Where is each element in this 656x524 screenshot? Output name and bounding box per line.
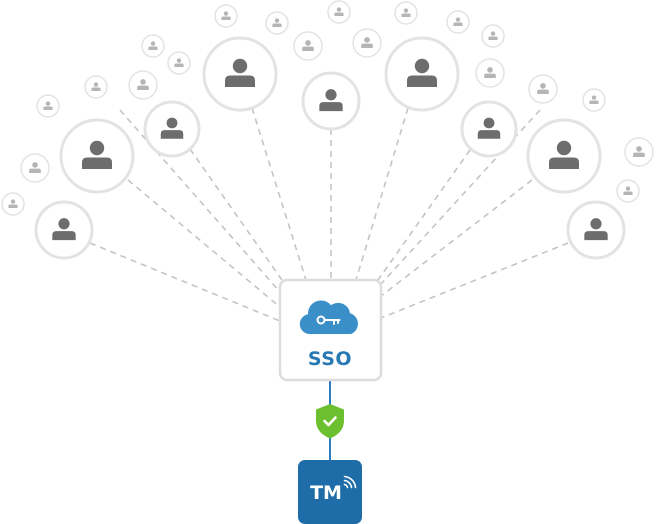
connection-lines — [89, 107, 569, 322]
background-user-node — [624, 137, 654, 167]
connected-user-node — [59, 118, 135, 194]
user-icon — [589, 95, 599, 104]
sso-box: SSO — [278, 278, 383, 382]
tm-box: TM — [298, 460, 362, 524]
dashed-connection-line — [89, 242, 281, 322]
connected-user-node — [202, 36, 278, 112]
user-icon — [221, 11, 231, 20]
dashed-connection-line — [380, 242, 569, 319]
background-user-node — [327, 0, 351, 24]
background-user-node — [528, 74, 558, 104]
background-user-node — [20, 153, 50, 183]
background-user-node — [481, 24, 505, 48]
user-icon — [361, 37, 373, 49]
user-icon — [453, 17, 463, 26]
dashed-connection-line — [127, 179, 281, 308]
background-user-node — [582, 88, 606, 112]
user-icon — [148, 41, 158, 50]
dashed-connection-line — [377, 149, 471, 281]
user-icon — [477, 117, 501, 139]
background-users — [1, 0, 654, 216]
dashed-connection-line — [251, 107, 307, 281]
user-icon — [91, 82, 101, 91]
user-icon — [174, 58, 184, 67]
user-icon — [407, 58, 437, 87]
user-icon — [484, 67, 496, 79]
background-user-node — [446, 10, 470, 34]
sso-label: SSO — [308, 348, 352, 370]
background-user-node — [84, 75, 108, 99]
signal-waves-icon — [343, 475, 357, 489]
background-user-node — [394, 1, 418, 25]
user-icon — [8, 199, 18, 208]
user-icon — [488, 31, 498, 40]
tm-label: TM — [310, 482, 342, 504]
connected-user-node — [34, 200, 94, 260]
dashed-connection-line — [355, 107, 409, 281]
dashed-connection-line — [189, 148, 283, 281]
user-icon — [160, 117, 184, 139]
background-user-node — [128, 70, 158, 100]
user-icon — [334, 7, 344, 16]
background-user-node — [265, 11, 289, 35]
user-icon — [549, 140, 579, 169]
user-icon — [52, 218, 76, 241]
connected-users — [34, 36, 626, 260]
user-icon — [137, 79, 149, 91]
connected-user-node — [566, 200, 626, 260]
background-user-node — [1, 192, 25, 216]
user-icon — [82, 140, 112, 169]
connected-user-node — [301, 71, 361, 131]
background-user-node — [214, 4, 238, 28]
user-icon — [29, 162, 41, 174]
background-user-node — [293, 31, 323, 61]
user-icon — [225, 58, 255, 87]
user-icon — [623, 186, 633, 195]
background-user-node — [352, 28, 382, 58]
user-icon — [319, 89, 343, 112]
background-user-node — [36, 94, 60, 118]
user-icon — [302, 40, 314, 52]
background-user-node — [141, 34, 165, 58]
dashed-connection-line — [380, 179, 533, 297]
background-user-node — [475, 58, 505, 88]
connected-user-node — [526, 118, 602, 194]
cloud-key-icon — [299, 300, 358, 334]
connected-user-node — [143, 100, 201, 158]
dashed-connection-line — [119, 109, 281, 293]
user-icon — [537, 83, 549, 95]
connected-user-node — [460, 100, 518, 158]
user-icon — [584, 218, 608, 241]
user-icon — [272, 18, 282, 27]
user-icon — [43, 101, 53, 110]
connected-user-node — [384, 36, 460, 112]
user-icon — [633, 146, 645, 158]
background-user-node — [616, 179, 640, 203]
user-icon — [401, 8, 411, 17]
shield-check-icon — [316, 404, 344, 439]
background-user-node — [167, 51, 191, 75]
